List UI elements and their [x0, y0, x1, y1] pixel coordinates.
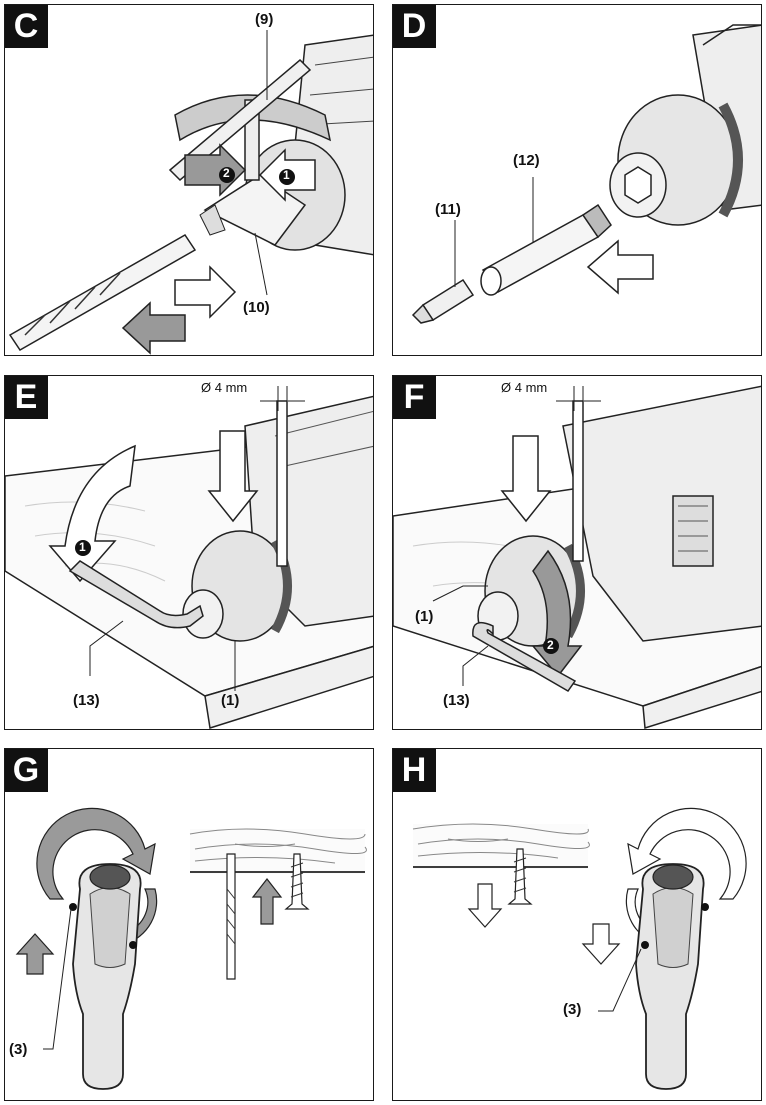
- panel-e: E Ø 4 mm (13) (1) 1: [4, 375, 374, 730]
- panel-h: H (3): [392, 748, 762, 1101]
- dimension-label: Ø 4 mm: [201, 380, 248, 395]
- panel-d-letter: D: [393, 5, 436, 48]
- label-13: (13): [443, 692, 470, 709]
- step-2-number: 2: [547, 638, 554, 652]
- panel-c-illustration: [8, 30, 373, 355]
- label-3: (3): [563, 1001, 582, 1018]
- panel-h-letter: H: [393, 749, 436, 792]
- panel-c-letter: C: [5, 5, 48, 48]
- panel-c: C (9) (10) 1 2: [4, 4, 374, 356]
- label-1: (1): [415, 608, 434, 625]
- panel-h-illustration: [412, 807, 747, 1090]
- panel-g: G (3): [4, 748, 374, 1101]
- panel-g-letter: G: [5, 749, 48, 792]
- label-3: (3): [9, 1041, 28, 1058]
- step-2-number: 2: [223, 166, 230, 180]
- panel-f-illustration: [393, 385, 761, 729]
- dimension-label: Ø 4 mm: [501, 380, 548, 395]
- label-12: (12): [513, 152, 540, 169]
- panel-f: F Ø 4 mm (1) (13) 2: [392, 375, 762, 730]
- panel-d: D (11) (12): [392, 4, 762, 356]
- label-10: (10): [243, 299, 270, 316]
- step-1-number: 1: [283, 168, 290, 182]
- panel-e-illustration: [5, 386, 373, 729]
- label-11: (11): [435, 201, 461, 218]
- label-9: (9): [255, 11, 274, 28]
- panel-e-letter: E: [5, 376, 48, 419]
- panel-d-illustration: [411, 24, 761, 324]
- label-1: (1): [221, 692, 240, 709]
- step-1-number: 1: [79, 540, 86, 554]
- panel-f-letter: F: [393, 376, 436, 419]
- label-13: (13): [73, 692, 100, 709]
- panel-g-illustration: [15, 807, 367, 1090]
